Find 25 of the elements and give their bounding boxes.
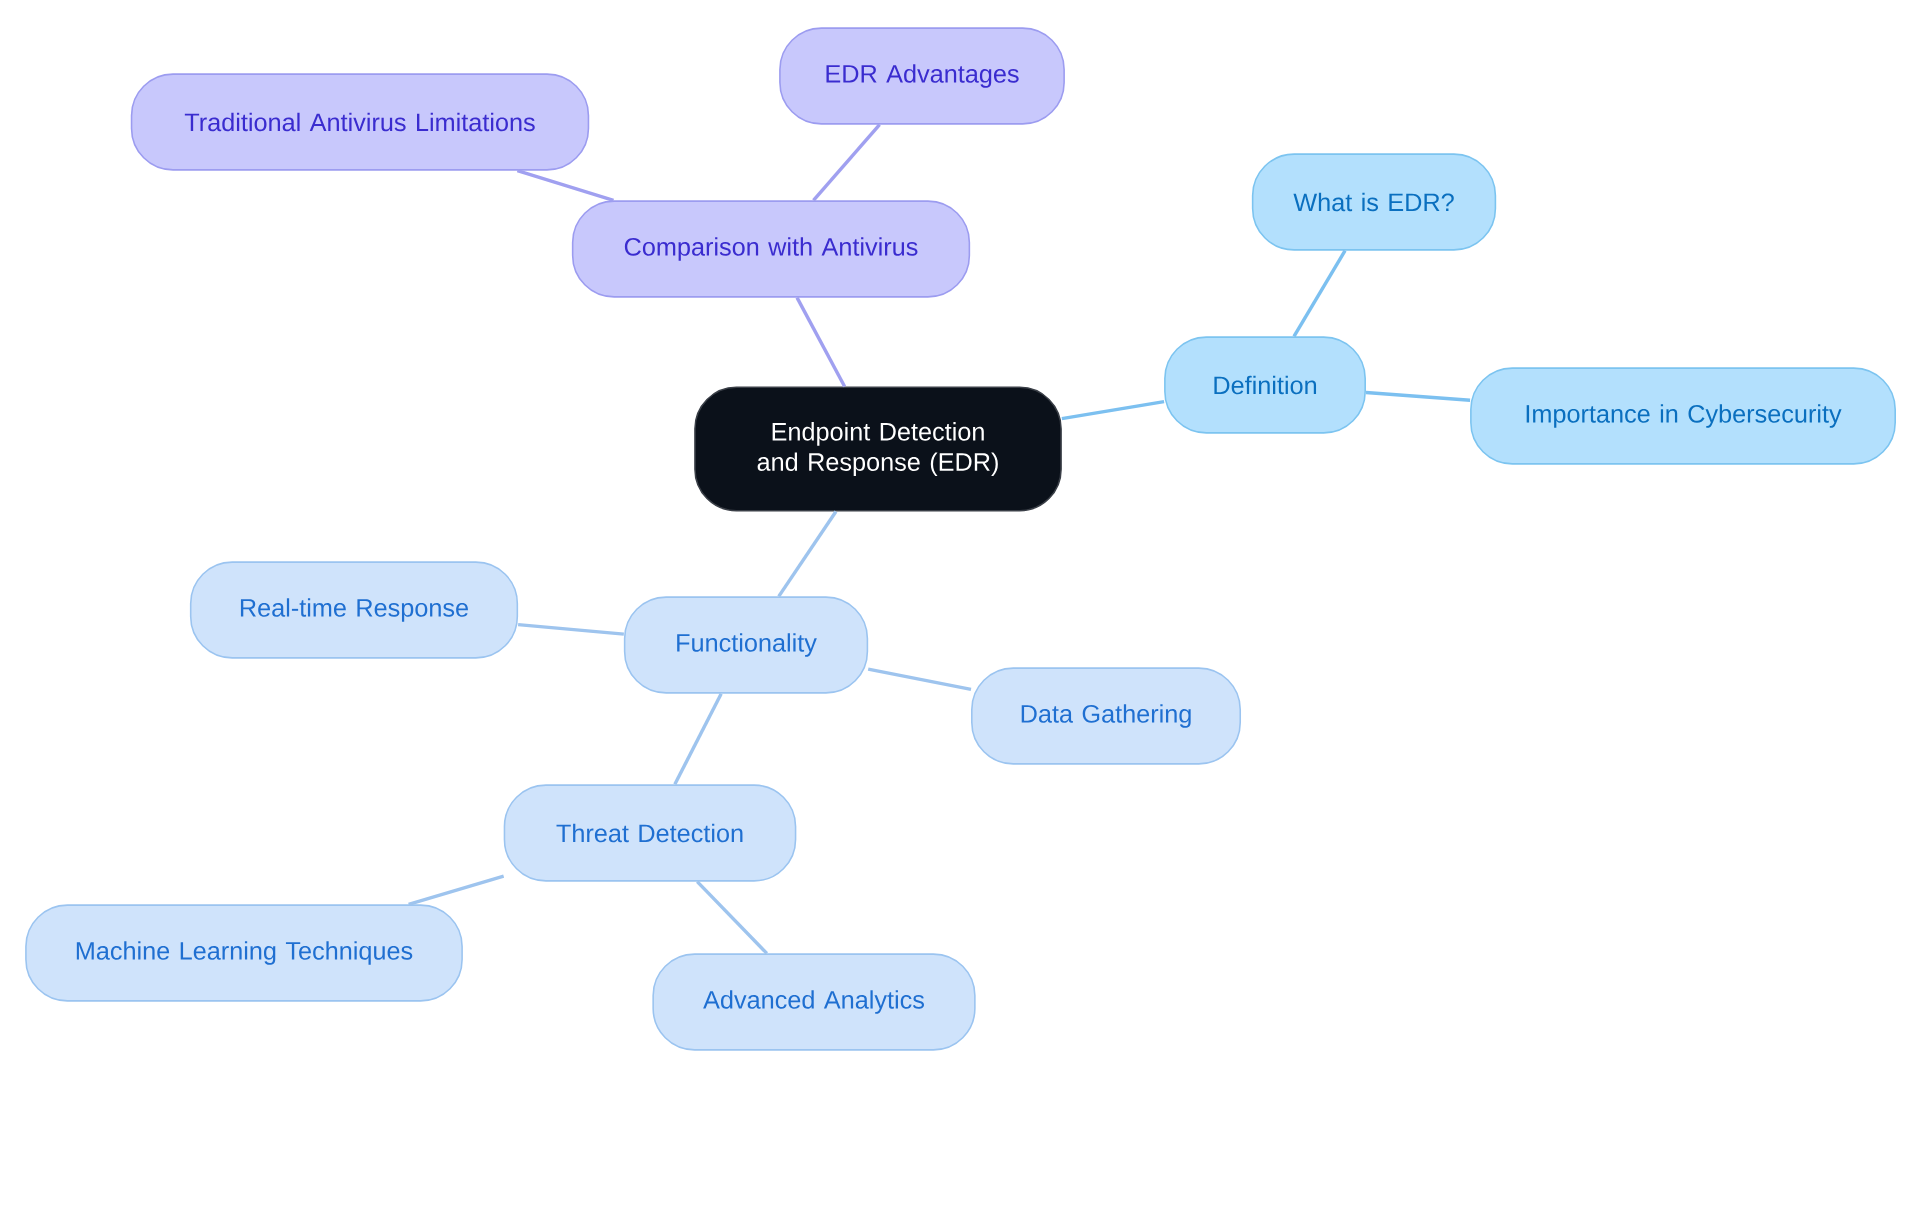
topic-box: Importance in Cybersecurity — [1470, 367, 1896, 465]
connector-line — [867, 667, 972, 692]
connector-line — [517, 622, 624, 636]
topic-box: Endpoint Detection and Response (EDR) — [694, 386, 1062, 512]
topic-box: Traditional Antivirus Limitations — [130, 73, 590, 171]
topic-box: Threat Detection — [503, 784, 797, 882]
topic-box: Functionality — [623, 596, 869, 694]
topic-box: What is EDR? — [1251, 153, 1497, 251]
topic-box: Data Gathering — [971, 667, 1241, 765]
connector-line — [673, 692, 723, 786]
connector-line — [777, 510, 838, 598]
connector-line — [1292, 249, 1347, 338]
topic-box: Comparison with Antivirus — [571, 200, 971, 298]
topic-box: EDR Advantages — [779, 27, 1065, 125]
topic-box: Definition — [1164, 336, 1366, 434]
topic-box: Real-time Response — [189, 561, 519, 659]
connector-line — [795, 296, 847, 388]
connector-line — [516, 169, 614, 202]
connector-line — [1365, 390, 1471, 402]
connector-line — [812, 123, 881, 202]
topic-box: Advanced Analytics — [652, 953, 976, 1051]
connector-line — [408, 874, 505, 906]
connector-line — [1061, 400, 1165, 421]
topic-box: Machine Learning Techniques — [25, 904, 463, 1002]
connector-line — [696, 880, 769, 955]
